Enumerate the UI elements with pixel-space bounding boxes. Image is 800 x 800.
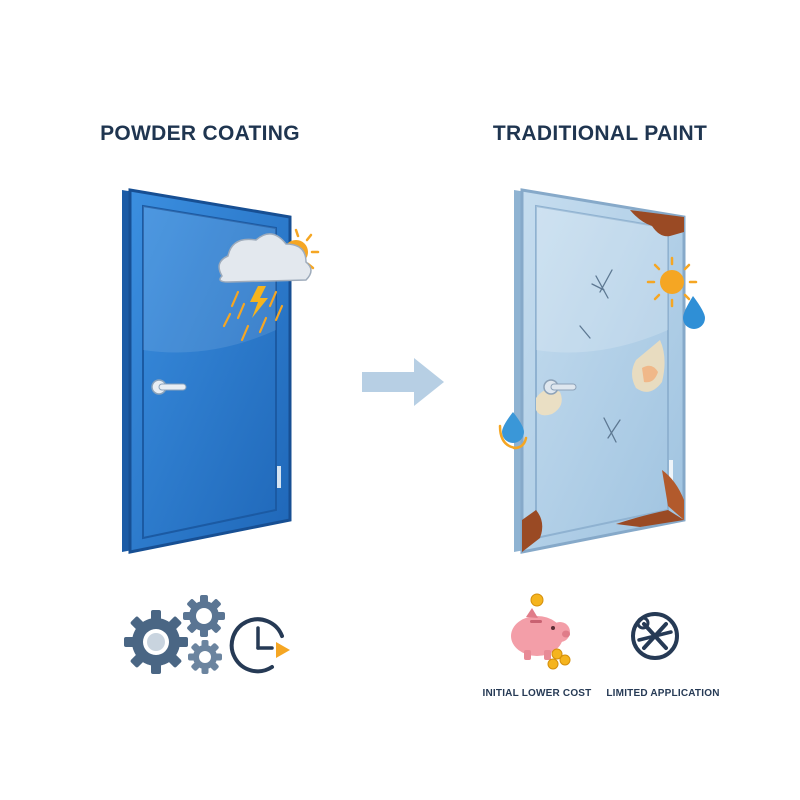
water-drop-icon bbox=[683, 296, 705, 329]
piggy-bank-icon bbox=[511, 593, 571, 670]
painted-door bbox=[514, 188, 686, 554]
gears-icon bbox=[124, 595, 225, 674]
no-tools-icon bbox=[631, 612, 679, 660]
clock-fast-icon bbox=[229, 617, 290, 674]
powder-coating-title: POWDER COATING bbox=[100, 122, 300, 145]
initial-lower-cost-caption: INITIAL LOWER COST bbox=[482, 688, 592, 699]
storm-weather-icon bbox=[218, 228, 320, 342]
sun-icon bbox=[646, 256, 698, 308]
traditional-paint-title: TRADITIONAL PAINT bbox=[492, 122, 708, 145]
water-drop-icon bbox=[498, 412, 528, 450]
limited-application-caption: LIMITED APPLICATION bbox=[606, 688, 720, 699]
comparison-arrow bbox=[362, 358, 444, 406]
